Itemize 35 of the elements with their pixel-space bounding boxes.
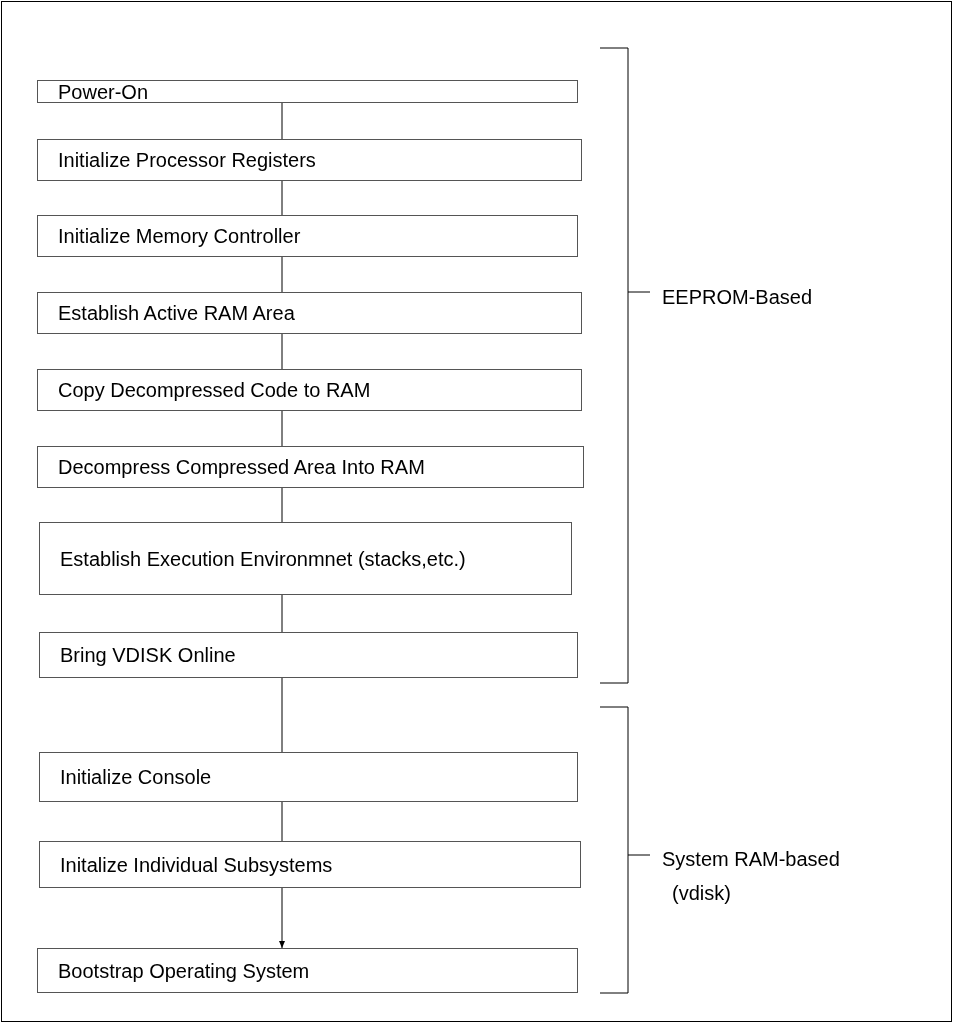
connector-line [281,333,283,370]
connector-line [281,677,283,753]
connector-line [281,180,283,216]
bracket-label: (vdisk) [672,881,731,906]
step-text: Initialize Console [60,765,213,790]
step-text: Bring VDISK Online [60,643,237,668]
process-box [39,841,581,888]
process-box [37,369,582,411]
step-text: Power-On [58,79,150,105]
bracket-label: EEPROM-Based [662,285,813,310]
process-box [37,948,578,993]
process-box [37,292,582,334]
step-text: Initialize Processor Registers [58,148,317,173]
connector-line [281,487,283,523]
bracket-label: System RAM-based [662,847,840,872]
step-text: Decompress Compressed Area Into RAM [58,455,426,480]
connector-line [281,256,283,293]
process-box [39,752,578,802]
process-box [37,215,578,257]
step-text: Bootstrap Operating System [58,958,311,984]
process-box [37,139,582,181]
connector-line [281,102,283,140]
process-box [37,80,578,103]
arrow [279,887,285,949]
step-text: Initalize Individual Subsystems [60,852,334,878]
process-box [39,632,578,678]
process-box [39,522,572,595]
step-text: Initialize Memory Controller [58,224,302,249]
connector-line [281,801,283,842]
connector-line [281,594,283,633]
process-box [37,446,584,488]
step-text: Copy Decompressed Code to RAM [58,378,372,403]
connector-line [281,410,283,447]
step-text: Establish Execution Environmnet (stacks,etc.) [60,546,467,572]
step-text: Establish Active RAM Area [58,301,296,326]
